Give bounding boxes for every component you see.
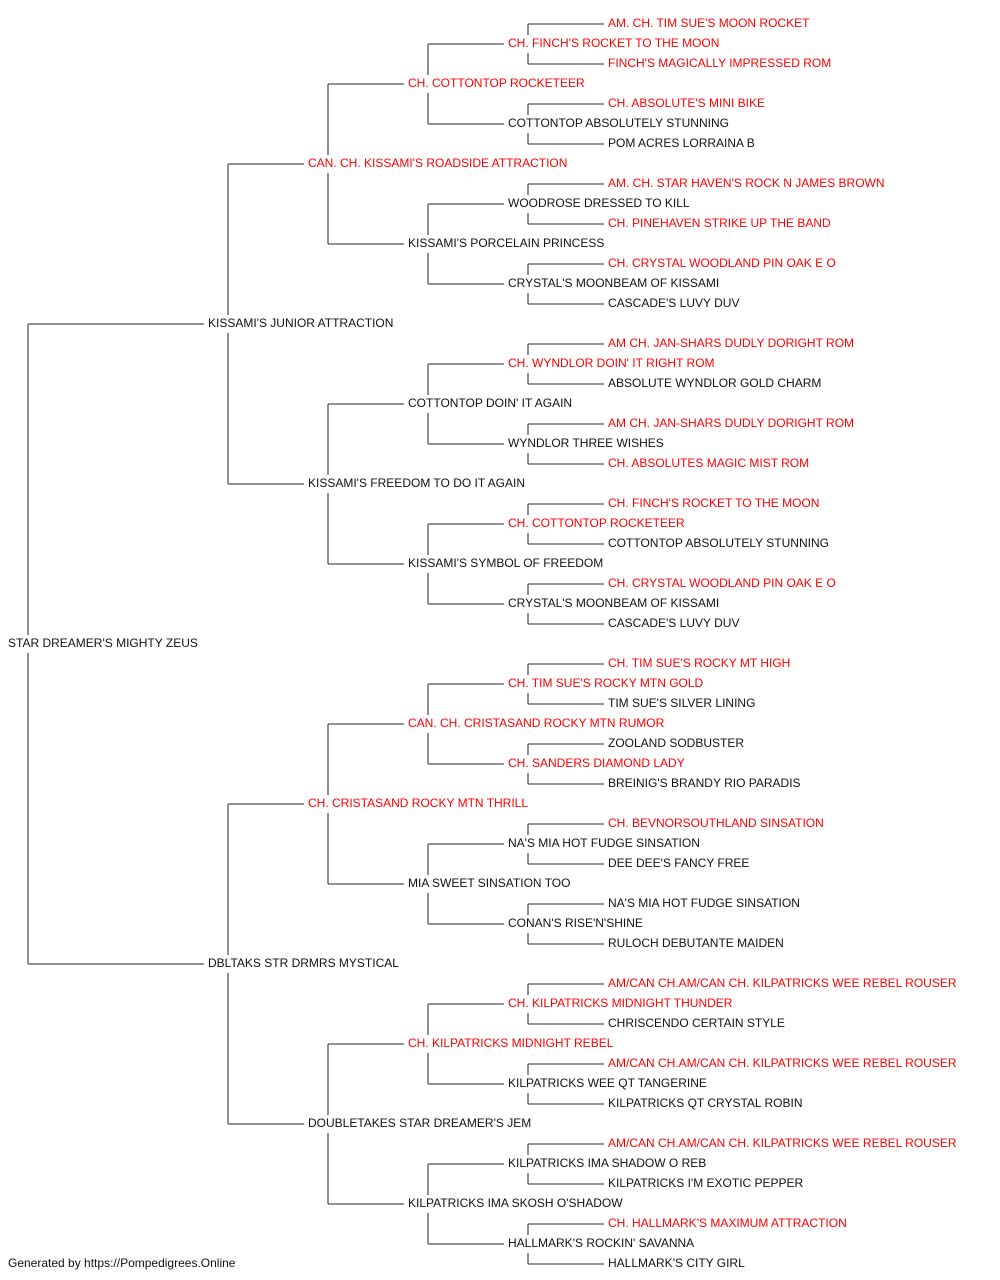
ancestor-gen5-19: ZOOLAND SODBUSTER <box>608 736 744 750</box>
ancestor-gen5-30: KILPATRICKS I'M EXOTIC PEPPER <box>608 1176 804 1190</box>
subject-name: STAR DREAMER'S MIGHTY ZEUS <box>8 636 198 650</box>
ancestor-gen5-31: CH. HALLMARK'S MAXIMUM ATTRACTION <box>608 1216 847 1230</box>
ancestor-gen4-10: CH. SANDERS DIAMOND LADY <box>508 756 685 770</box>
ancestor-gen4-13: CH. KILPATRICKS MIDNIGHT THUNDER <box>508 996 733 1010</box>
ancestor-gen4-11: NA'S MIA HOT FUDGE SINSATION <box>508 836 700 850</box>
ancestor-gen5-25: AM/CAN CH.AM/CAN CH. KILPATRICKS WEE REB… <box>608 976 957 990</box>
ancestor-gen5-2: FINCH'S MAGICALLY IMPRESSED ROM <box>608 56 831 70</box>
ancestor-gen2-4: DOUBLETAKES STAR DREAMER'S JEM <box>308 1116 531 1130</box>
ancestor-gen5-14: COTTONTOP ABSOLUTELY STUNNING <box>608 536 829 550</box>
ancestor-gen5-32: HALLMARK'S CITY GIRL <box>608 1256 745 1270</box>
ancestor-gen1-2: DBLTAKS STR DRMRS MYSTICAL <box>208 956 399 970</box>
ancestor-gen5-15: CH. CRYSTAL WOODLAND PIN OAK E O <box>608 576 836 590</box>
ancestor-gen5-6: CH. PINEHAVEN STRIKE UP THE BAND <box>608 216 831 230</box>
ancestor-gen5-22: DEE DEE'S FANCY FREE <box>608 856 749 870</box>
ancestor-gen5-24: RULOCH DEBUTANTE MAIDEN <box>608 936 784 950</box>
ancestor-gen2-2: KISSAMI'S FREEDOM TO DO IT AGAIN <box>308 476 525 490</box>
ancestor-gen4-1: CH. FINCH'S ROCKET TO THE MOON <box>508 36 719 50</box>
ancestor-gen5-11: AM CH. JAN-SHARS DUDLY DORIGHT ROM <box>608 416 854 430</box>
ancestor-gen5-1: AM. CH. TIM SUE'S MOON ROCKET <box>608 16 810 30</box>
ancestor-gen4-2: COTTONTOP ABSOLUTELY STUNNING <box>508 116 729 130</box>
ancestor-gen5-13: CH. FINCH'S ROCKET TO THE MOON <box>608 496 819 510</box>
ancestor-gen2-3: CH. CRISTASAND ROCKY MTN THRILL <box>308 796 528 810</box>
ancestor-gen4-16: HALLMARK'S ROCKIN' SAVANNA <box>508 1236 694 1250</box>
ancestor-gen5-18: TIM SUE'S SILVER LINING <box>608 696 755 710</box>
ancestor-gen4-12: CONAN'S RISE'N'SHINE <box>508 916 643 930</box>
ancestor-gen5-23: NA'S MIA HOT FUDGE SINSATION <box>608 896 800 910</box>
ancestor-gen4-8: CRYSTAL'S MOONBEAM OF KISSAMI <box>508 596 719 610</box>
ancestor-gen3-6: MIA SWEET SINSATION TOO <box>408 876 570 890</box>
ancestor-gen3-2: KISSAMI'S PORCELAIN PRINCESS <box>408 236 604 250</box>
ancestor-gen4-3: WOODROSE DRESSED TO KILL <box>508 196 690 210</box>
ancestor-gen5-21: CH. BEVNORSOUTHLAND SINSATION <box>608 816 824 830</box>
ancestor-gen5-9: AM CH. JAN-SHARS DUDLY DORIGHT ROM <box>608 336 854 350</box>
ancestor-gen5-27: AM/CAN CH.AM/CAN CH. KILPATRICKS WEE REB… <box>608 1056 957 1070</box>
ancestor-gen5-8: CASCADE'S LUVY DUV <box>608 296 739 310</box>
ancestor-gen5-26: CHRISCENDO CERTAIN STYLE <box>608 1016 785 1030</box>
ancestor-gen4-5: CH. WYNDLOR DOIN' IT RIGHT ROM <box>508 356 715 370</box>
ancestor-gen5-16: CASCADE'S LUVY DUV <box>608 616 739 630</box>
ancestor-gen3-7: CH. KILPATRICKS MIDNIGHT REBEL <box>408 1036 614 1050</box>
ancestor-gen5-20: BREINIG'S BRANDY RIO PARADIS <box>608 776 801 790</box>
footer-credit: Generated by https://Pompedigrees.Online <box>8 1256 236 1270</box>
ancestor-gen5-10: ABSOLUTE WYNDLOR GOLD CHARM <box>608 376 821 390</box>
ancestor-gen4-6: WYNDLOR THREE WISHES <box>508 436 664 450</box>
ancestor-gen3-3: COTTONTOP DOIN' IT AGAIN <box>408 396 572 410</box>
ancestor-gen3-1: CH. COTTONTOP ROCKETEER <box>408 76 585 90</box>
ancestor-gen4-9: CH. TIM SUE'S ROCKY MTN GOLD <box>508 676 704 690</box>
ancestor-gen5-12: CH. ABSOLUTES MAGIC MIST ROM <box>608 456 809 470</box>
ancestor-gen5-28: KILPATRICKS QT CRYSTAL ROBIN <box>608 1096 803 1110</box>
ancestor-gen3-8: KILPATRICKS IMA SKOSH O'SHADOW <box>408 1196 623 1210</box>
ancestor-gen2-1: CAN. CH. KISSAMI'S ROADSIDE ATTRACTION <box>308 156 567 170</box>
ancestor-gen3-4: KISSAMI'S SYMBOL OF FREEDOM <box>408 556 603 570</box>
ancestor-gen5-29: AM/CAN CH.AM/CAN CH. KILPATRICKS WEE REB… <box>608 1136 957 1150</box>
ancestor-gen5-3: CH. ABSOLUTE'S MINI BIKE <box>608 96 765 110</box>
ancestor-gen4-7: CH. COTTONTOP ROCKETEER <box>508 516 685 530</box>
ancestor-gen1-1: KISSAMI'S JUNIOR ATTRACTION <box>208 316 393 330</box>
ancestor-gen4-14: KILPATRICKS WEE QT TANGERINE <box>508 1076 707 1090</box>
ancestor-gen4-4: CRYSTAL'S MOONBEAM OF KISSAMI <box>508 276 719 290</box>
ancestor-gen4-15: KILPATRICKS IMA SHADOW O REB <box>508 1156 706 1170</box>
ancestor-gen5-7: CH. CRYSTAL WOODLAND PIN OAK E O <box>608 256 836 270</box>
ancestor-gen5-17: CH. TIM SUE'S ROCKY MT HIGH <box>608 656 790 670</box>
ancestor-gen5-5: AM. CH. STAR HAVEN'S ROCK N JAMES BROWN <box>608 176 885 190</box>
ancestor-gen5-4: POM ACRES LORRAINA B <box>608 136 755 150</box>
ancestor-gen3-5: CAN. CH. CRISTASAND ROCKY MTN RUMOR <box>408 716 665 730</box>
